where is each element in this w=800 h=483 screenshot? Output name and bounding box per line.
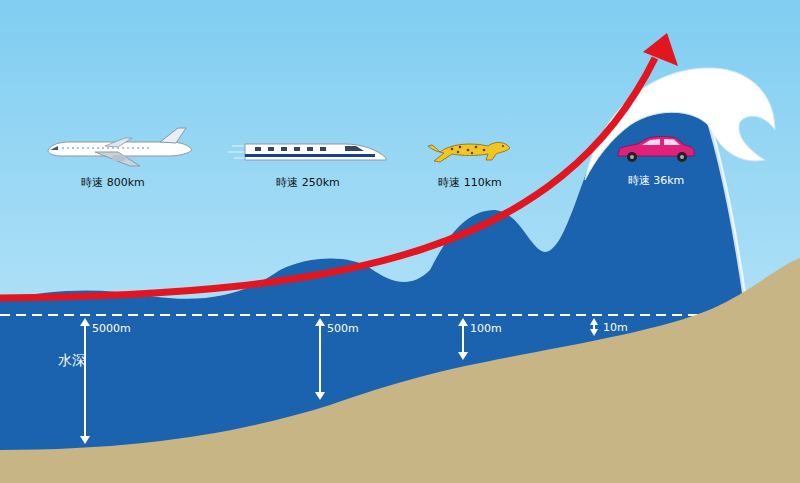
depth-title: 水深	[58, 352, 86, 369]
wave-front	[700, 95, 745, 300]
speed-trend-arrow	[0, 58, 655, 298]
speed-label: 時速 250km	[276, 176, 340, 190]
airplane-icon	[48, 128, 192, 166]
depth-label: 100m	[470, 322, 502, 336]
bullet-train-icon	[228, 144, 386, 160]
depth-label: 500m	[327, 322, 359, 336]
speed-label: 時速 110km	[438, 176, 502, 190]
depth-arrows	[80, 318, 598, 444]
depth-label: 5000m	[92, 322, 131, 336]
car-icon	[618, 137, 694, 163]
sea-level-line	[0, 314, 745, 316]
cheetah-icon	[428, 142, 510, 162]
arrow-head	[643, 33, 678, 66]
speed-label: 時速 36km	[628, 174, 685, 188]
depth-label: 10m	[603, 321, 628, 335]
speed-label: 時速 800km	[81, 176, 145, 190]
